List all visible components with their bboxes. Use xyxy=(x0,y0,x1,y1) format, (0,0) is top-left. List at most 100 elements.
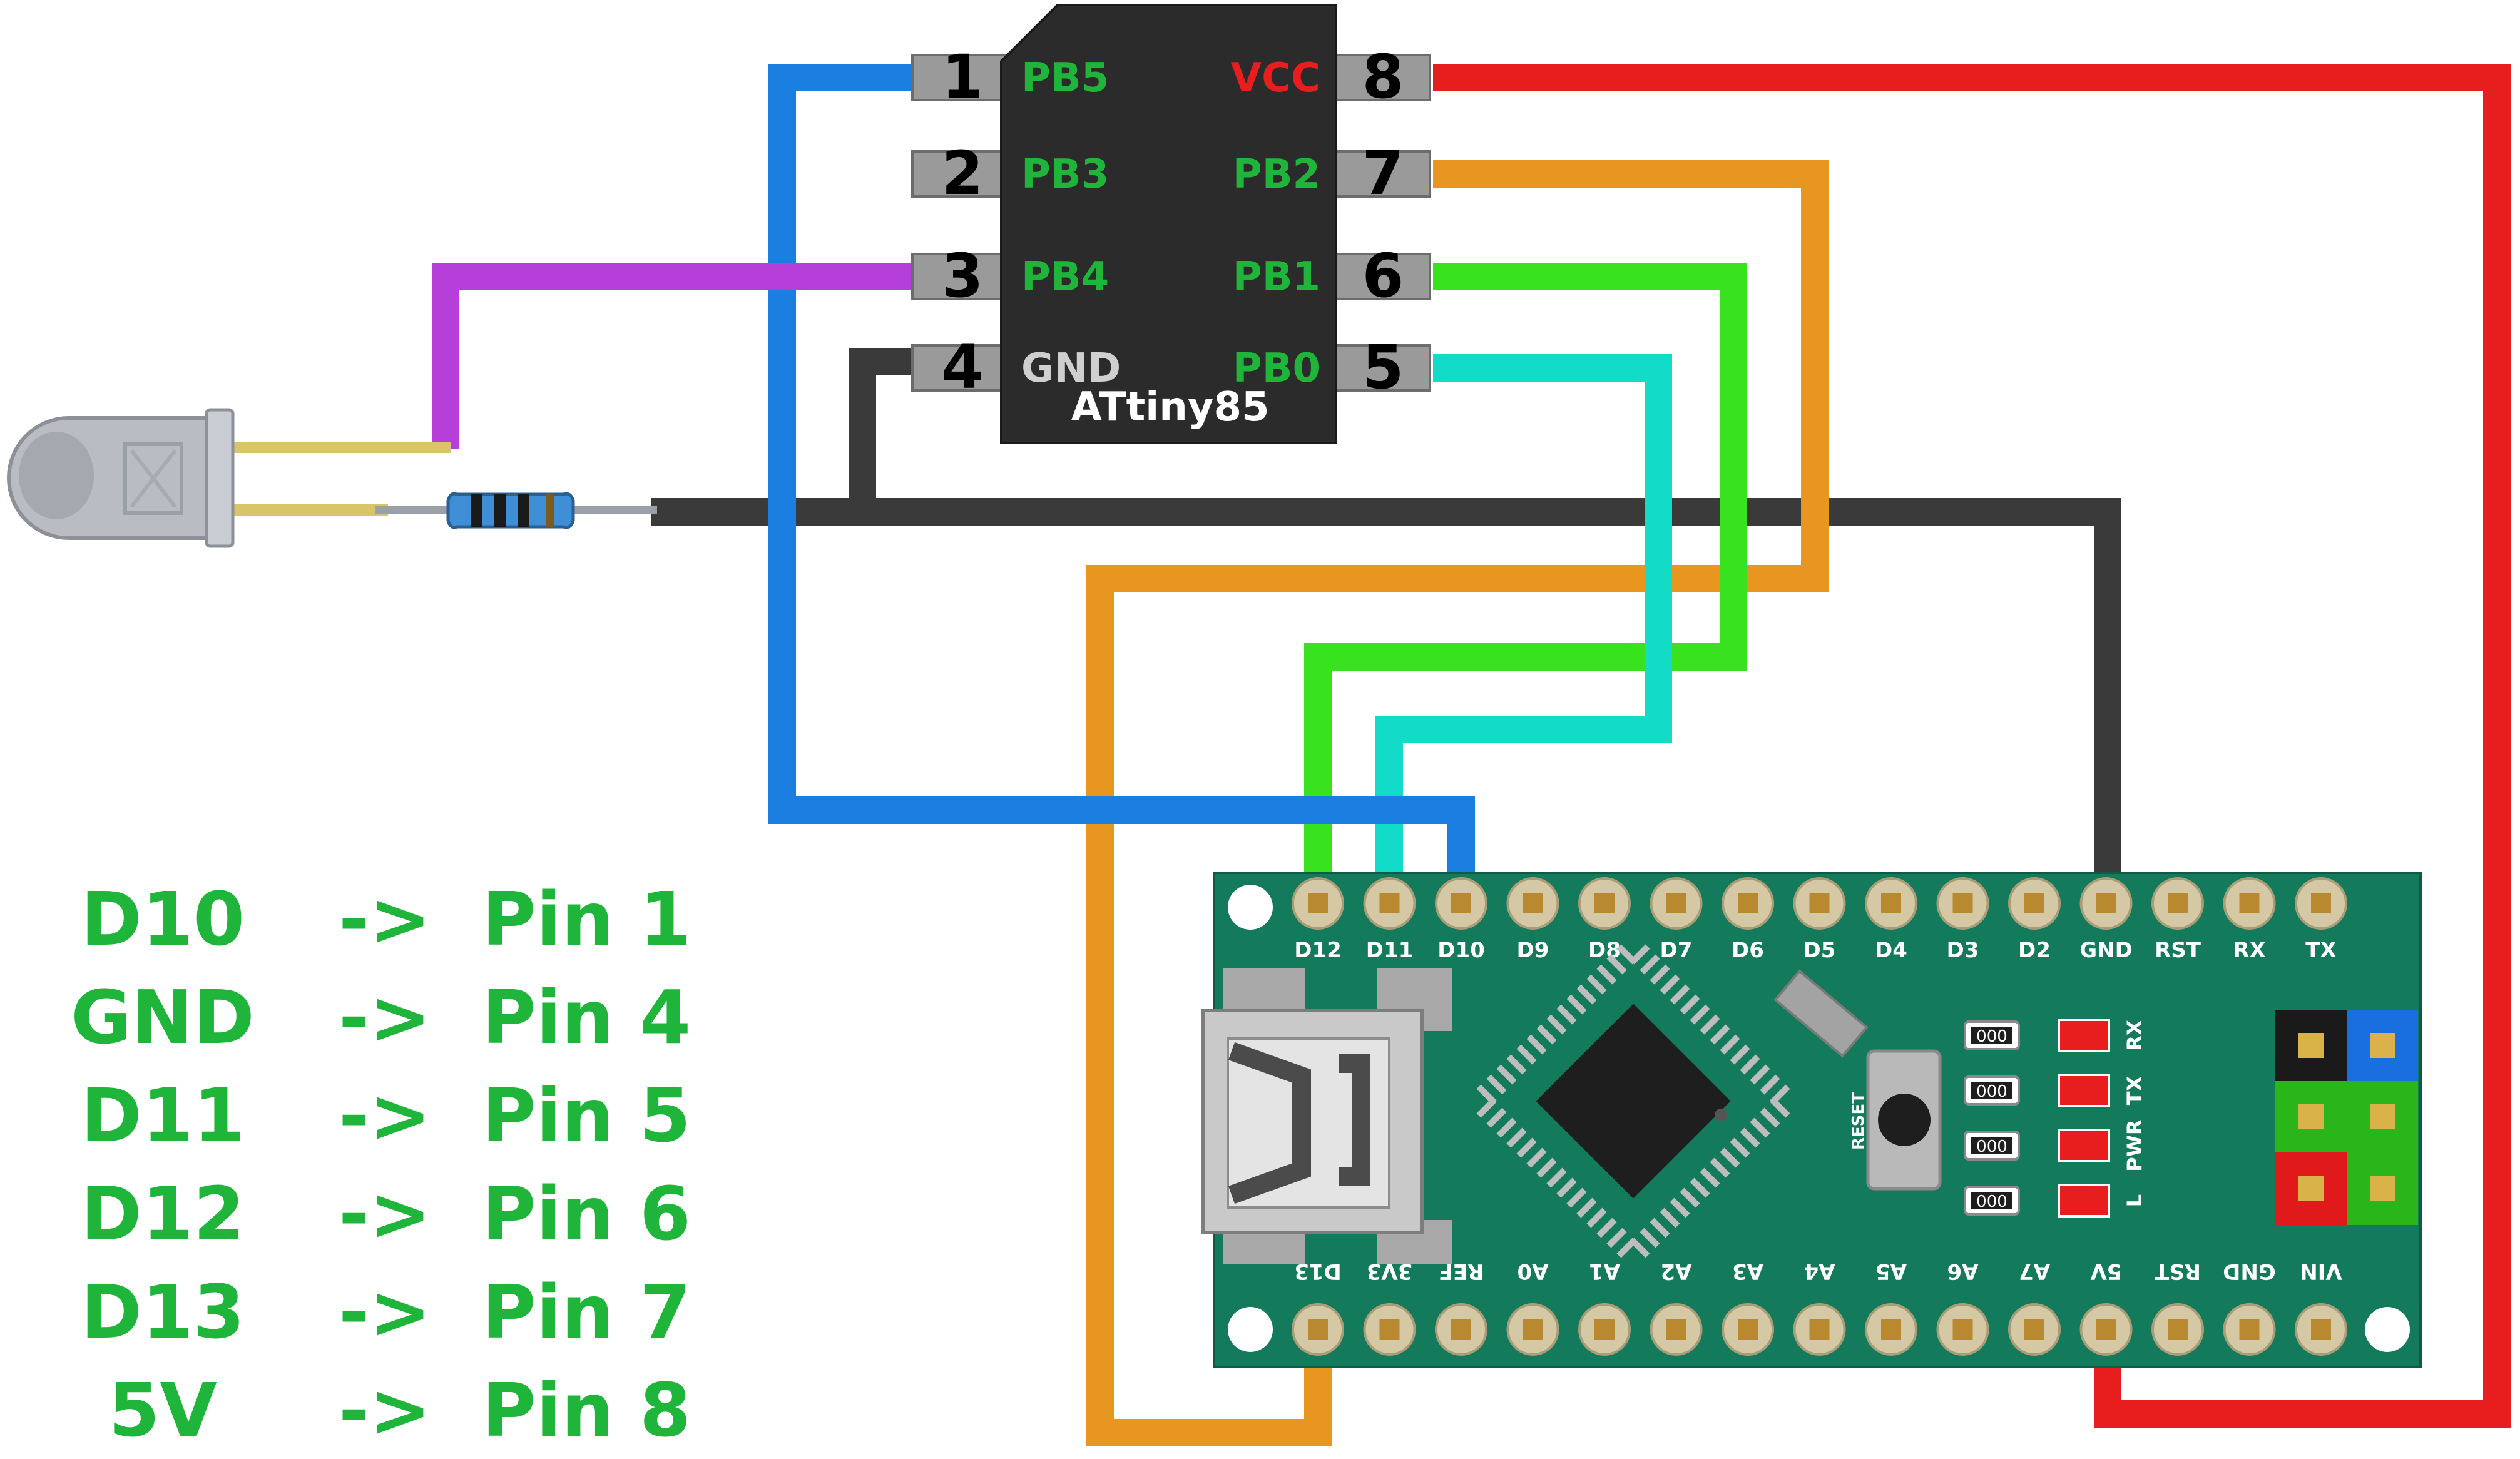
header-pin-label: D9 xyxy=(1517,938,1549,963)
chip-pin-label: PB0 xyxy=(1233,345,1320,392)
legend-row: D11 -> Pin 5 xyxy=(38,1066,763,1164)
wire-5v xyxy=(1433,64,2511,1428)
header-pin-label: A6 xyxy=(1947,1259,1979,1284)
smd-resistor-code: 000 xyxy=(1976,1027,2007,1046)
header-pin-label: A1 xyxy=(1589,1259,1620,1284)
chip-pin-number: 4 xyxy=(942,332,984,402)
chip-pin-6 xyxy=(1335,253,1431,300)
chip-pin-number: 2 xyxy=(942,138,984,208)
status-led-l xyxy=(2058,1184,2110,1218)
legend-from: D10 xyxy=(80,875,245,962)
chip-pin-label: PB1 xyxy=(1233,254,1320,300)
status-led-label: RX xyxy=(2123,1020,2146,1051)
chip-pin-label: PB3 xyxy=(1021,151,1109,198)
smd-resistor-code: 000 xyxy=(1976,1082,2007,1101)
legend-from: GND xyxy=(71,974,255,1060)
chip-pin-label: GND xyxy=(1021,345,1121,392)
resistor xyxy=(375,492,657,529)
legend-arrow: -> xyxy=(339,1366,431,1453)
wire-gnd-pin4 xyxy=(849,348,925,512)
wire-pb4 xyxy=(432,263,925,449)
legend-to: Pin 6 xyxy=(482,1170,691,1257)
chip-name: ATtiny85 xyxy=(1071,384,1269,430)
chip-pin-number: 5 xyxy=(1362,332,1404,402)
header-pin-label: 5V xyxy=(2090,1259,2122,1284)
chip-pin-3 xyxy=(911,253,1007,300)
legend-arrow: -> xyxy=(339,875,431,962)
legend-arrow: -> xyxy=(339,1268,431,1355)
legend-row: D12 -> Pin 6 xyxy=(38,1164,763,1263)
usb-connector xyxy=(1201,968,1452,1264)
legend-from: 5V xyxy=(108,1366,217,1453)
header-pin-label: A4 xyxy=(1804,1259,1835,1284)
smd-resistor-code: 000 xyxy=(1976,1192,2007,1211)
header-pin-label: GND xyxy=(2079,938,2133,963)
header-pin-label: D8 xyxy=(1588,938,1621,963)
chip-pin-label: PB2 xyxy=(1233,151,1320,198)
header-pin-label: D4 xyxy=(1875,938,1907,963)
legend-from: D11 xyxy=(80,1072,245,1159)
header-pin-label: D12 xyxy=(1294,938,1342,963)
chip-pin-number: 1 xyxy=(942,42,984,112)
status-led-label: L xyxy=(2123,1194,2146,1207)
pin-mapping-legend: D10 -> Pin 1 GND -> Pin 4 D11 -> Pin 5 D12 -> Pin 6… xyxy=(38,870,763,1459)
legend-arrow: -> xyxy=(339,1072,431,1159)
mount-hole-bl xyxy=(1228,1307,1273,1352)
header-pin-label: D7 xyxy=(1660,938,1693,963)
header-pin-label: A7 xyxy=(2019,1259,2050,1284)
legend-row: D10 -> Pin 1 xyxy=(38,870,763,968)
legend-arrow: -> xyxy=(339,974,431,1060)
wire-d11 xyxy=(1375,354,1672,876)
status-led-label: PWR xyxy=(2123,1119,2146,1171)
legend-from: D13 xyxy=(80,1268,245,1355)
header-pin-label: D3 xyxy=(1947,938,1979,963)
header-pin-label: A3 xyxy=(1732,1259,1763,1284)
header-pin-label: VIN xyxy=(2300,1259,2342,1284)
wire-gnd xyxy=(651,498,2121,876)
mount-hole-tl xyxy=(1228,885,1273,930)
reset-button[interactable]: RESET xyxy=(1849,1049,1942,1191)
legend-row: GND -> Pin 4 xyxy=(38,968,763,1066)
header-pin-label: A0 xyxy=(1518,1259,1549,1284)
reset-label: RESET xyxy=(1849,1092,1868,1150)
header-pin-label: D11 xyxy=(1366,938,1414,963)
ir-led xyxy=(7,408,451,548)
header-pin-label: RX xyxy=(2233,938,2265,963)
header-pin-label: GND xyxy=(2223,1259,2276,1284)
status-led-rx xyxy=(2058,1019,2110,1052)
led-lead-short xyxy=(188,504,388,516)
header-pin-label: D2 xyxy=(2018,938,2051,963)
legend-to: Pin 7 xyxy=(482,1268,691,1355)
chip-pin-number: 8 xyxy=(1362,42,1404,112)
chip-pin-label: VCC xyxy=(1231,55,1320,101)
legend-to: Pin 4 xyxy=(482,974,691,1060)
header-pin-label: A5 xyxy=(1875,1259,1907,1284)
legend-row: 5V->Pin 8 xyxy=(38,1361,763,1459)
header-pin-label: D5 xyxy=(1803,938,1836,963)
chip-body xyxy=(1000,4,1337,444)
chip-pin-label: PB4 xyxy=(1021,254,1109,300)
header-pin-label: D10 xyxy=(1437,938,1485,963)
header-pin-label: TX xyxy=(2305,938,2336,963)
legend-from: D12 xyxy=(80,1170,245,1257)
legend-to: Pin 5 xyxy=(482,1072,691,1159)
wire-d12 xyxy=(1304,263,1747,876)
legend-arrow: -> xyxy=(339,1170,431,1257)
header-pin-label: RST xyxy=(2155,938,2201,963)
chip-pin-2 xyxy=(911,150,1007,198)
status-led-label: TX xyxy=(2123,1075,2146,1105)
wire-d10 xyxy=(768,64,1475,876)
chip-pin-label: PB5 xyxy=(1021,55,1109,101)
status-led-pwr xyxy=(2058,1129,2110,1162)
legend-to: Pin 1 xyxy=(482,875,691,962)
chip-pin-1 xyxy=(911,54,1007,101)
chip-pin-number: 6 xyxy=(1362,241,1404,311)
status-led-tx xyxy=(2058,1074,2110,1107)
chip-pin-number: 7 xyxy=(1362,138,1404,208)
icsp-header xyxy=(2275,1010,2418,1225)
legend-row: D13 -> Pin 7 xyxy=(38,1263,763,1361)
